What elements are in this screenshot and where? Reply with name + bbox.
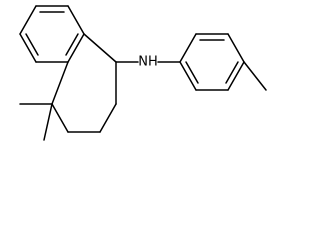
bond [51, 61, 69, 105]
double-bond-inner [185, 61, 199, 84]
bond [51, 103, 69, 133]
bond [67, 33, 85, 63]
fused-benzene-ring [19, 5, 85, 63]
bond [227, 33, 245, 63]
bond [179, 33, 197, 63]
double-bond-inner [225, 61, 239, 84]
bond [99, 103, 117, 133]
saturated-ring [51, 33, 117, 133]
para-methyl-bond [243, 61, 267, 91]
molecule-structure: NH [0, 0, 288, 164]
methyl-bond [43, 103, 53, 141]
nitrogen-label: NH [138, 55, 158, 70]
bond [179, 61, 197, 91]
gem-dimethyl [19, 103, 53, 141]
double-bond-inner [65, 33, 79, 56]
tolyl-ring [179, 33, 245, 91]
bond [19, 33, 37, 63]
bond [83, 33, 117, 63]
bond [19, 5, 37, 35]
double-bond-inner [25, 33, 39, 56]
bond [67, 5, 85, 35]
bond [227, 61, 245, 91]
background [0, 0, 288, 164]
